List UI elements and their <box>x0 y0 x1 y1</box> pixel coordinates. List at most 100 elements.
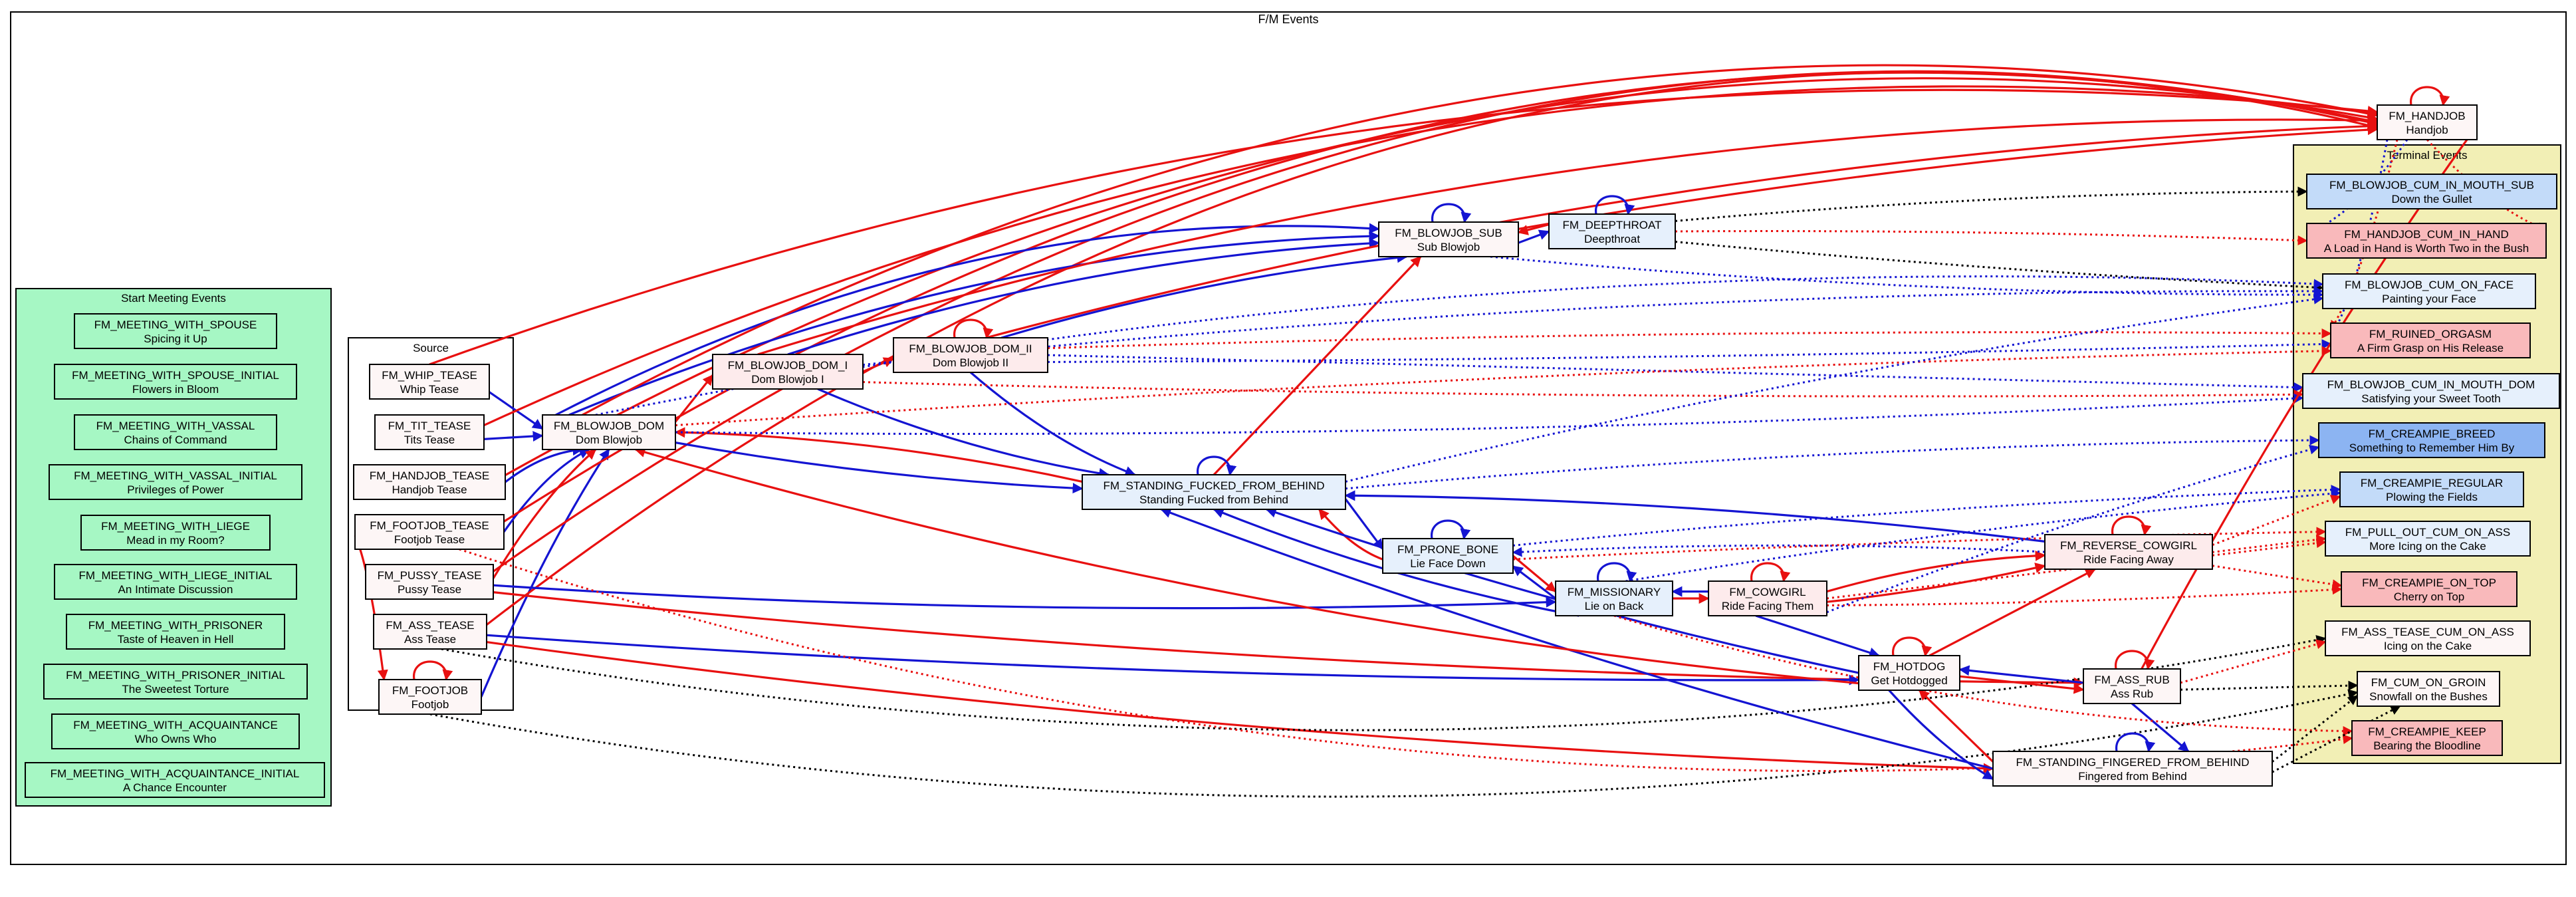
node-label: Dom Blowjob <box>576 434 642 446</box>
node-box <box>2351 720 2503 756</box>
node-id: FM_MEETING_WITH_PRISONER_INITIAL <box>66 669 285 682</box>
node-label: Pussy Tease <box>398 583 461 596</box>
node-id: FM_MEETING_WITH_ACQUAINTANCE <box>73 719 278 731</box>
node-box <box>542 414 676 450</box>
edge-footjob-to-t-groin <box>429 689 2359 798</box>
edge-footjob-tease-to-t-keep <box>459 548 2353 773</box>
self-loop-deepthroat <box>1595 195 1635 215</box>
node-label: Dom Blowjob I <box>751 373 824 386</box>
node-label: Ass Tease <box>404 633 456 646</box>
edge-standing-fucked-to-bj-dom <box>674 427 1083 483</box>
edge-footjob-tease-to-bj-dom <box>503 448 590 533</box>
node-label: Icing on the Cake <box>2384 640 2472 652</box>
node-label: Down the Gullet <box>2392 193 2472 205</box>
node-box <box>2322 273 2536 309</box>
node-id: FM_REVERSE_COWGIRL <box>2060 539 2197 552</box>
node-box <box>365 564 494 600</box>
edge-hotdog-to-bj-dom <box>634 447 1859 685</box>
edge-standing-fucked-to-prone <box>1344 498 1384 550</box>
node-box <box>2318 422 2545 458</box>
edge-bj-dom1-to-t-face <box>862 286 2324 366</box>
self-loop-ass-rub <box>2115 650 2155 670</box>
node-box <box>353 464 506 500</box>
edge-bj-dom1-to-standing-fucked <box>817 388 1110 479</box>
edge-ass-rub-to-standing-fingered <box>2131 702 2190 753</box>
edge-deepthroat-to-t-bj-mouth-sub <box>1675 186 2308 222</box>
node-id: FM_TIT_TEASE <box>388 420 471 432</box>
node-box <box>2083 668 2181 704</box>
node-id: FM_MEETING_WITH_LIEGE_INITIAL <box>79 569 273 582</box>
node-box <box>1548 213 1676 249</box>
edge-bj-dom1-to-t-bj-mouth-dom <box>862 381 2304 400</box>
node-id: FM_CREAMPIE_ON_TOP <box>2362 577 2496 589</box>
node-label: Ass Rub <box>2111 688 2153 700</box>
node-id: FM_HANDJOB_TEASE <box>370 469 489 482</box>
node-label: An Intimate Discussion <box>118 583 233 596</box>
node-box <box>1858 655 1960 691</box>
node-label: Fingered from Behind <box>2078 770 2186 783</box>
node-box <box>43 664 308 700</box>
edge-bj-sub-to-t-face <box>1490 255 2324 300</box>
node-label: Privileges of Power <box>127 483 224 496</box>
node-box <box>51 713 300 749</box>
node-label: Dom Blowjob II <box>933 356 1008 369</box>
node-id: FM_MEETING_WITH_VASSAL_INITIAL <box>74 469 277 482</box>
edge-bj-sub-to-handjob <box>1518 124 2379 230</box>
node-id: FM_MEETING_WITH_ACQUAINTANCE_INITIAL <box>51 767 300 780</box>
node-label: Handjob Tease <box>392 483 467 496</box>
node-box <box>893 337 1048 373</box>
edge-ass-tease-to-handjob <box>486 71 2379 626</box>
node-box <box>2357 671 2500 707</box>
edge-reverse-cowgirl-to-t-regular <box>2212 495 2341 547</box>
node-label: Bearing the Bloodline <box>2373 739 2481 752</box>
node-label: Painting your Face <box>2382 293 2476 305</box>
node-id: FM_MEETING_WITH_VASSAL <box>96 420 255 432</box>
node-box <box>74 414 277 450</box>
node-label: Whip Tease <box>400 383 459 396</box>
edge-tit-to-bj-dom <box>483 431 544 442</box>
node-box <box>2325 521 2531 557</box>
node-label: Deepthroat <box>1584 233 1640 245</box>
node-box <box>712 354 864 390</box>
node-label: Taste of Heaven in Hell <box>118 633 234 646</box>
edge-bj-dom-to-standing-fucked <box>675 442 1084 494</box>
node-id: FM_HANDJOB <box>2389 110 2465 122</box>
edge-missionary-to-prone <box>1512 565 1556 600</box>
node-box <box>1708 580 1827 616</box>
node-id: FM_MEETING_WITH_SPOUSE <box>94 319 257 331</box>
node-label: More Icing on the Cake <box>2369 540 2486 553</box>
edge-ass-tease-to-t-ass-tease-cum <box>441 635 2327 731</box>
edge-deepthroat-to-t-face <box>1675 241 2324 293</box>
node-id: FM_BLOWJOB_DOM_II <box>909 342 1032 355</box>
self-loop-hotdog <box>1892 636 1932 657</box>
node-id: FM_MISSIONARY <box>1568 586 1661 598</box>
node-meet-vassal-init: FM_MEETING_WITH_VASSAL_INITIALPrivileges… <box>49 464 302 500</box>
cluster-source-title: Source <box>413 342 449 354</box>
node-box <box>2330 322 2531 358</box>
node-label: Ride Facing Away <box>2083 553 2174 566</box>
node-box <box>1378 221 1519 257</box>
node-box <box>66 614 285 650</box>
edge-pussy-to-missionary <box>493 584 1557 610</box>
node-id: FM_WHIP_TEASE <box>382 369 477 382</box>
node-id: FM_COWGIRL <box>1729 586 1806 598</box>
node-id: FM_RUINED_ORGASM <box>2369 328 2492 340</box>
self-loop-footjob <box>413 660 453 681</box>
self-loop-missionary <box>1597 562 1637 582</box>
node-box <box>2325 620 2531 656</box>
node-box <box>2339 471 2524 507</box>
edge-handjob-tease-to-handjob <box>505 77 2379 476</box>
node-box <box>80 515 271 551</box>
